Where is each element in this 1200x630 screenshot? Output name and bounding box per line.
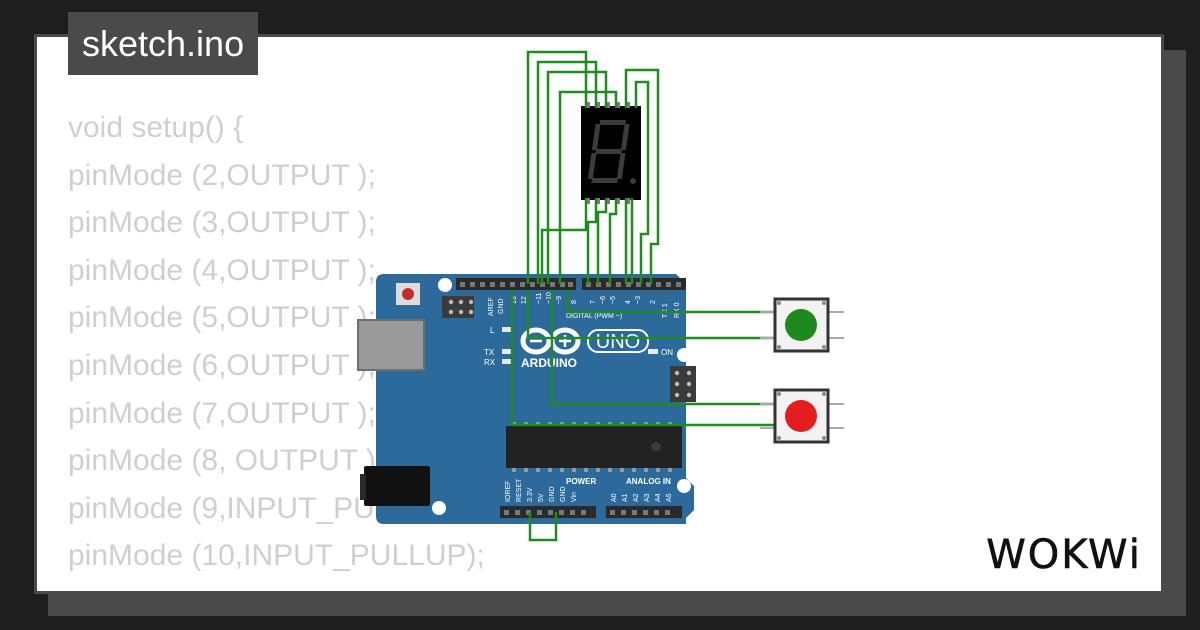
pin-label: A2 — [633, 493, 640, 502]
green-pushbutton[interactable] — [760, 297, 844, 353]
board-brand: ARDUINO — [521, 356, 577, 370]
power-jack — [364, 466, 430, 506]
pin-label: ~9 — [556, 296, 563, 304]
pin-label: 3.3V — [527, 487, 534, 502]
pin-label: A0 — [611, 493, 618, 502]
pin-label: 7 — [590, 300, 597, 304]
aref-label: AREF — [488, 297, 495, 316]
pin-label: 5V — [538, 493, 545, 502]
pin-label: IOREF — [505, 481, 512, 502]
display-segments — [587, 120, 630, 183]
red-button-cap[interactable] — [785, 400, 817, 432]
mounting-hole — [677, 348, 691, 362]
l-label: L — [490, 326, 495, 335]
power-label: POWER — [566, 477, 596, 486]
on-led — [648, 349, 658, 354]
pin-label: A4 — [655, 493, 662, 502]
tx-led — [502, 349, 512, 354]
analog-label: ANALOG IN — [626, 477, 671, 486]
code-line: pinMode (2,OUTPUT ); — [68, 158, 376, 192]
code-line: void setup() { — [68, 111, 244, 144]
pin-label: Vin — [571, 492, 578, 502]
mounting-hole — [438, 278, 452, 292]
pin-label: 4 — [625, 300, 632, 304]
code-line: pinMode (7,OUTPUT ); — [68, 396, 376, 430]
code-line: pinMode (4,OUTPUT ); — [68, 253, 376, 287]
pin-label: ~5 — [610, 296, 617, 304]
l-led — [502, 327, 512, 332]
on-label: ON — [661, 348, 673, 357]
green-button-cap[interactable] — [785, 309, 817, 341]
pin-label: 8 — [571, 300, 578, 304]
pin-label: ~10 — [546, 292, 553, 304]
pin-label: 2 — [650, 300, 657, 304]
seven-segment-display[interactable] — [581, 102, 641, 204]
pin-label: A1 — [622, 493, 629, 502]
code-line: pinMode (5,OUTPUT ); — [68, 301, 376, 335]
red-pushbutton[interactable] — [760, 388, 844, 444]
digital-header-left — [456, 278, 576, 290]
pin-label: RESET — [516, 478, 523, 502]
pin-label: A3 — [644, 493, 651, 502]
uno-badge — [587, 329, 649, 353]
gnd-label: GND — [498, 298, 505, 314]
pin-label: TX 1 — [662, 303, 669, 318]
digital-label: DIGITAL (PWM ~) — [566, 313, 622, 320]
rx-led — [502, 359, 512, 364]
pin-label: A5 — [666, 493, 673, 502]
wires — [510, 50, 778, 542]
file-tab[interactable]: sketch.ino — [68, 12, 259, 75]
pin-label: ~11 — [536, 293, 543, 304]
code-editor: void setup() { pinMode (2,OUTPUT ); pinM… — [68, 104, 768, 580]
pin-label: 13 — [511, 296, 518, 304]
pin-label: ~3 — [635, 296, 642, 304]
mounting-hole — [432, 501, 446, 515]
code-line: pinMode (3,OUTPUT ); — [68, 206, 376, 240]
pin-label: GND — [560, 486, 567, 502]
arduino-uno-board[interactable]: UNO ARDUINO ON L TX RX DIGITAL (PWM ~) P… — [357, 274, 696, 524]
wokwi-logo[interactable]: WOKWi — [976, 526, 1152, 580]
pin-label: 12 — [521, 296, 528, 304]
tx-label: TX — [484, 348, 495, 357]
rx-label: RX — [484, 358, 496, 367]
usb-connector — [357, 319, 425, 371]
board-model: UNO — [596, 331, 640, 353]
display-dot — [630, 178, 636, 184]
code-line: pinMode (10,INPUT_PULLUP); — [68, 539, 485, 573]
pin-label: ~6 — [600, 296, 607, 304]
pin-label: GND — [549, 486, 556, 502]
pin-label: RX 0 — [674, 302, 681, 318]
wokwi-logo-text: WOKWi — [986, 532, 1142, 578]
mounting-hole — [677, 479, 691, 493]
